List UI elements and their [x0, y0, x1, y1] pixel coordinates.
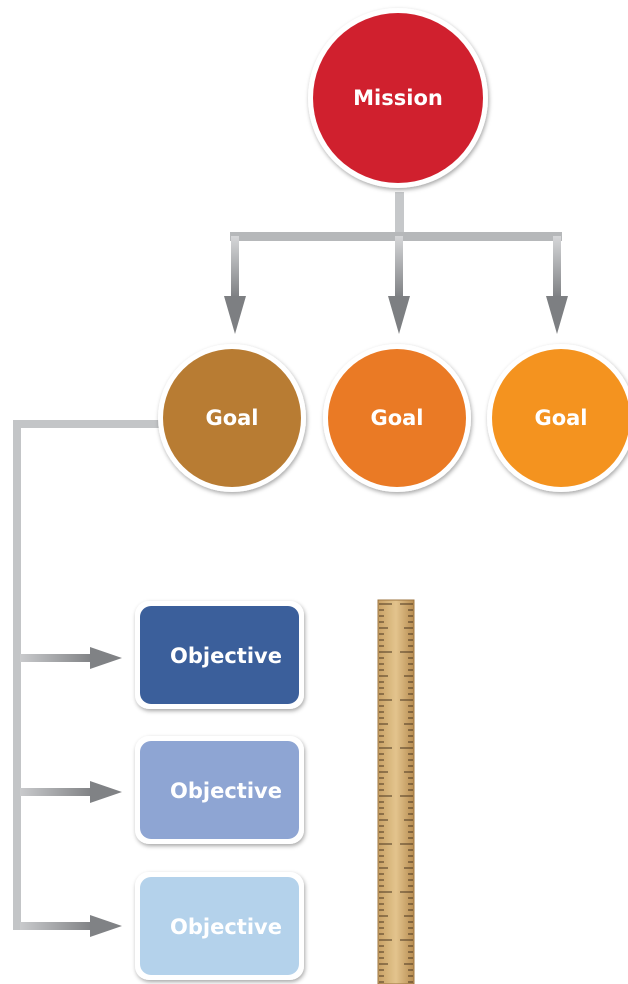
mission-goal-connectors	[224, 192, 568, 334]
goal-node-1: Goal	[158, 344, 306, 492]
goal-node-2: Goal	[323, 344, 471, 492]
objective-label: Objective	[170, 915, 282, 939]
mission-stem	[395, 192, 404, 234]
mission-circle-fill	[313, 13, 483, 183]
objective-trunk	[13, 420, 21, 930]
goal-label: Goal	[205, 406, 258, 430]
objective-node-3: Objective	[135, 872, 304, 980]
goal-label: Goal	[370, 406, 423, 430]
goal-arrow-1	[224, 236, 246, 334]
objective-box	[140, 877, 299, 975]
objective-label: Objective	[170, 644, 282, 668]
goal-node-3: Goal	[487, 344, 628, 492]
objective-node-1: Objective	[135, 601, 304, 709]
ruler-ticks	[379, 603, 413, 983]
objective-arrow-1	[20, 647, 122, 669]
goal-circle	[328, 349, 466, 487]
goal-circle	[163, 349, 301, 487]
objective-box	[140, 741, 299, 839]
mission-node: Mission	[308, 8, 488, 188]
goal-arrow-3	[546, 236, 568, 334]
goal-label: Goal	[534, 406, 587, 430]
objective-arrow-2	[20, 781, 122, 803]
mission-label: Mission	[353, 86, 443, 110]
ruler-illustration	[377, 599, 415, 984]
objective-node-2: Objective	[135, 736, 304, 844]
goal-arrow-2	[388, 236, 410, 334]
objective-label: Objective	[170, 779, 282, 803]
goal-objective-connectors	[13, 420, 166, 937]
objective-arrow-3	[20, 915, 122, 937]
goal-objective-stub	[13, 420, 166, 428]
goal-circle	[492, 349, 628, 487]
objective-box	[140, 606, 299, 704]
